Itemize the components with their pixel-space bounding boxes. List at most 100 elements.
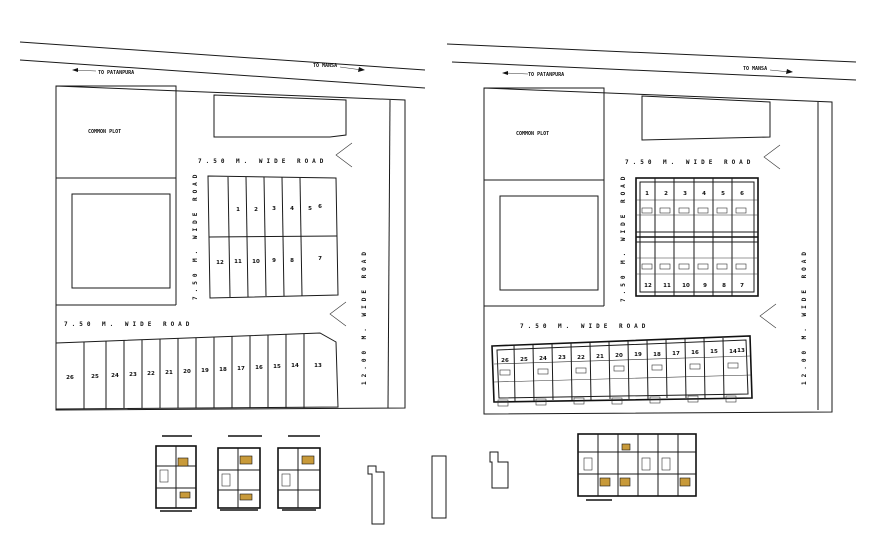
plot-number: 4 — [290, 206, 294, 212]
plot-block-1-12: 1 2 3 4 5 6 12 11 10 9 8 7 — [207, 175, 339, 299]
plot-number: 22 — [147, 371, 155, 377]
housing-wall — [532, 344, 535, 402]
staircase — [583, 457, 593, 471]
open-plot-square — [71, 193, 171, 289]
housing-wall — [684, 338, 687, 399]
room-line — [493, 374, 752, 383]
open-plot-square — [499, 195, 599, 291]
staircase — [659, 263, 671, 270]
staircase — [641, 263, 653, 270]
balcony — [725, 395, 737, 403]
plot-divider — [263, 176, 267, 297]
open-plot — [213, 94, 347, 138]
unit-floor-plan-a — [155, 435, 197, 512]
road-chevron-icon — [759, 303, 777, 329]
furniture-sofa — [179, 491, 191, 499]
unit-number: 22 — [577, 355, 585, 361]
balcony — [497, 399, 509, 407]
plot-number: 24 — [111, 373, 119, 379]
road-mid-label: 7.50 M. WIDE ROAD — [520, 323, 649, 330]
floor-plan-outline — [277, 447, 321, 509]
staircase — [613, 365, 625, 372]
road-chevron-icon — [335, 142, 353, 168]
plot-row-13-26: 26 25 24 23 22 21 20 19 18 17 16 15 14 1… — [55, 332, 339, 410]
staircase — [716, 263, 728, 270]
road-left-vertical-label: 7.50 M. WIDE ROAD — [192, 171, 199, 300]
unit-number: 17 — [672, 351, 680, 357]
plot-number: 9 — [272, 258, 276, 264]
plot-number: 23 — [129, 372, 137, 378]
open-plot — [641, 95, 771, 141]
balcony — [649, 396, 661, 404]
arrow-right-icon — [786, 69, 793, 74]
direction-left-label: TO PATANPURA — [528, 72, 564, 78]
plot-number: 2 — [254, 207, 258, 213]
road-edge-line — [19, 59, 426, 89]
staircase — [159, 469, 169, 483]
housing-wall — [551, 343, 554, 401]
unit-number: 10 — [682, 283, 690, 289]
staircase — [221, 473, 231, 487]
plot-number: 12 — [216, 260, 224, 266]
road-right-vertical-label: 12.00 M. WIDE ROAD — [361, 248, 368, 385]
unit-number: 1 — [645, 191, 649, 197]
arrow-right-icon — [339, 66, 363, 71]
housing-block-1-12: 1 2 3 4 5 6 12 11 10 9 8 7 — [635, 177, 759, 297]
staircase — [281, 473, 291, 487]
floor-plan-outline — [577, 433, 697, 497]
plot-number: 19 — [201, 368, 209, 374]
housing-wall — [589, 342, 592, 401]
balcony — [535, 398, 547, 406]
plot-number: 21 — [165, 370, 173, 376]
plot-number: 25 — [91, 374, 99, 380]
direction-right-label: TO MANSA — [743, 66, 767, 72]
site-boundary — [55, 85, 406, 411]
unit-number: 15 — [710, 349, 718, 355]
direction-right-label: TO MANSA — [313, 63, 337, 69]
furniture-bed — [301, 455, 315, 465]
plot-number: 26 — [66, 375, 74, 381]
plot-divider — [299, 177, 303, 297]
staircase — [537, 368, 549, 375]
staircase — [697, 263, 709, 270]
left-site-plan: TO PATANPURA TO MANSA COMMON PLOT 7.50 M… — [19, 41, 426, 411]
balcony — [573, 397, 585, 405]
plot-row-outline — [55, 332, 339, 410]
unit-number: 20 — [615, 353, 623, 359]
staircase — [641, 457, 651, 471]
plot-number: 6 — [318, 204, 322, 210]
unit-number: 13 — [737, 348, 745, 354]
unit-number: 14 — [729, 349, 737, 355]
furniture-table — [621, 443, 631, 451]
unit-number: 6 — [740, 191, 744, 197]
plot-number: 18 — [219, 367, 227, 373]
road-mid-label: 7.50 M. WIDE ROAD — [64, 321, 193, 328]
road-edge-line — [451, 61, 857, 81]
unit-number: 8 — [722, 283, 726, 289]
housing-row-outline — [491, 335, 753, 403]
staircase — [735, 207, 747, 214]
plot-divider — [227, 176, 231, 298]
common-plot-label: COMMON PLOT — [88, 129, 121, 135]
unit-number: 16 — [691, 350, 699, 356]
unit-number: 5 — [721, 191, 725, 197]
unit-number: 11 — [663, 283, 671, 289]
staircase — [735, 263, 747, 270]
staircase — [727, 362, 739, 369]
unit-number: 21 — [596, 354, 604, 360]
balcony — [611, 397, 623, 405]
plot-number: 11 — [234, 259, 242, 265]
staircase — [678, 263, 690, 270]
plot-number: 14 — [291, 363, 299, 369]
plot-number: 1 — [236, 207, 240, 213]
plot-divider — [208, 235, 338, 238]
balcony — [687, 395, 699, 403]
arrow-left-icon — [504, 72, 529, 75]
plot-divider — [245, 176, 249, 298]
plot-number: 5 — [308, 206, 312, 212]
staircase — [499, 369, 511, 376]
plot-number: 3 — [272, 206, 276, 212]
housing-wall — [608, 341, 611, 400]
elevation-outline — [367, 465, 385, 525]
plot-block-outline — [207, 175, 339, 299]
